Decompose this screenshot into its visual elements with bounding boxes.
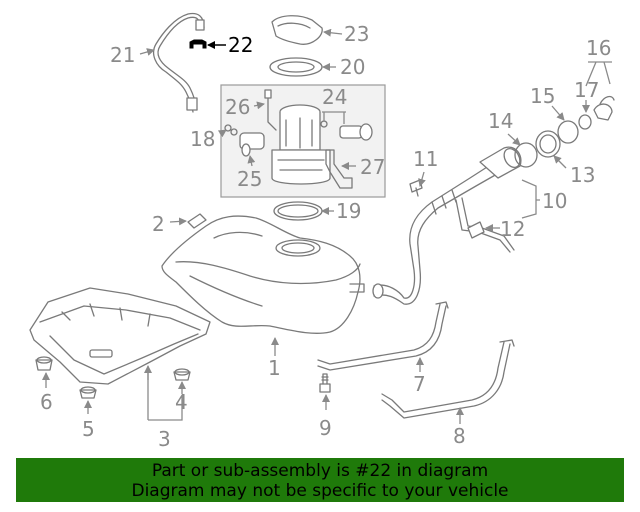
- info-banner: Part or sub-assembly is #22 in diagram D…: [16, 458, 624, 502]
- parts-diagram: 1 2 3 4 5 6 7 8 9 10 11 12: [29, 12, 615, 451]
- part-12-clip: [467, 221, 485, 239]
- callout-20: 20: [340, 55, 365, 79]
- callout-22: 22: [228, 33, 253, 57]
- callout-10: 10: [542, 189, 567, 213]
- part-8-strap: [381, 339, 515, 419]
- part-19-gasket: [273, 201, 323, 221]
- callout-4: 4: [175, 390, 188, 414]
- callout-12: 12: [500, 217, 525, 241]
- callout-7: 7: [413, 372, 426, 396]
- callout-9: 9: [319, 416, 332, 440]
- banner-line-2: Diagram may not be specific to your vehi…: [131, 481, 509, 501]
- callout-26: 26: [225, 95, 250, 119]
- callout-5: 5: [82, 417, 95, 441]
- callout-labels: 1 2 3 4 5 6 7 8 9 10 11 12: [40, 22, 612, 451]
- part-2-tag: [187, 213, 207, 229]
- callout-6: 6: [40, 390, 53, 414]
- fuel-pump-assembly-box: [220, 84, 386, 198]
- fasteners-4-5-6: [35, 356, 191, 399]
- part-10-filler-pipe: [372, 146, 522, 305]
- callout-15: 15: [530, 84, 555, 108]
- callout-23: 23: [344, 22, 369, 46]
- callout-3: 3: [158, 427, 171, 451]
- part-7-strap: [317, 301, 449, 371]
- callout-18: 18: [190, 127, 215, 151]
- part-9-bolt: [319, 373, 331, 393]
- callout-27: 27: [360, 155, 385, 179]
- callout-13: 13: [570, 163, 595, 187]
- callout-19: 19: [336, 199, 361, 223]
- callout-16: 16: [586, 36, 611, 60]
- part-3-heat-shield: [29, 287, 211, 385]
- callout-11: 11: [413, 147, 438, 171]
- callout-17: 17: [574, 78, 599, 102]
- callout-8: 8: [453, 424, 466, 448]
- part-11-bolt: [409, 179, 423, 197]
- part-21-tube: [152, 12, 205, 113]
- callout-21: 21: [110, 43, 135, 67]
- banner-line-1: Part or sub-assembly is #22 in diagram: [151, 461, 489, 481]
- part-23-cover: [271, 15, 323, 45]
- part-20-ring: [269, 57, 323, 77]
- filler-cap-parts: [514, 95, 615, 168]
- callout-14: 14: [488, 109, 513, 133]
- callout-25: 25: [237, 167, 262, 191]
- part-1-tank: [161, 215, 365, 334]
- part-22-clip: [189, 39, 207, 49]
- callout-2: 2: [152, 212, 165, 236]
- callout-1: 1: [268, 356, 281, 380]
- callout-24: 24: [322, 85, 347, 109]
